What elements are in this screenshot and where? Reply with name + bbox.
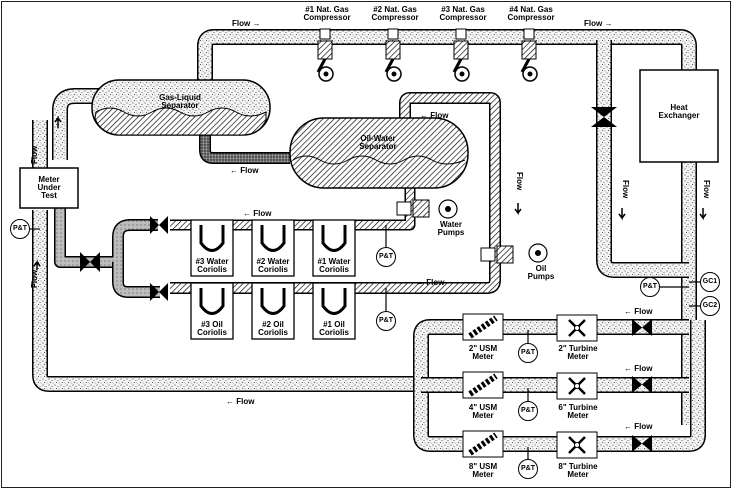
usm-8-label: 8" USM Meter (468, 462, 498, 479)
flow-label-vertical-left-lower: Flow (30, 269, 39, 288)
flow-label-vertical-left-upper: Flow (30, 145, 39, 164)
oil-coriolis-1-label: #1 Oil Coriolis (319, 320, 349, 337)
turbine-8-label: 8" Turbine Meter (558, 462, 598, 479)
gas-liquid-separator-vessel (91, 79, 271, 136)
flow-label-separator-liquid: ← Flow (230, 166, 259, 175)
flow-label-oil-return: ← Flow (420, 111, 449, 120)
flow-label-oil-line: ← Flow (416, 278, 445, 287)
compressor-2-icon (384, 28, 402, 82)
flow-arrows (33, 115, 707, 270)
turbine-6-label: 6" Turbine Meter (558, 403, 598, 420)
pt-heat-exchanger-outlet: P&T (640, 277, 660, 297)
oil-coriolis-3-label: #3 Oil Coriolis (197, 320, 227, 337)
water-pump-icon (396, 199, 458, 219)
oil-water-separator-label: Oil-Water Separator (359, 134, 397, 151)
pt-usm-4: P&T (518, 401, 538, 421)
heat-exchanger-box (639, 69, 719, 163)
meter-under-test-box (19, 167, 79, 209)
water-coriolis-3-label: #3 Water Coriolis (195, 257, 229, 274)
usm-4-label: 4" USM Meter (468, 403, 498, 420)
valves (80, 107, 652, 452)
gc2-analyzer: GC2 (700, 296, 720, 316)
flow-label-vertical-hx-right: Flow (702, 180, 711, 199)
flow-label-run-1: ← Flow (624, 307, 653, 316)
flow-label-run-3: ← Flow (624, 422, 653, 431)
water-coriolis-1-label: #1 Water Coriolis (317, 257, 351, 274)
instrument-stems (30, 225, 700, 459)
gas-liquid-separator-label: Gas-Liquid Separator (159, 93, 201, 110)
gc1-analyzer: GC1 (700, 272, 720, 292)
turbine-2-label: 2" Turbine Meter (558, 344, 598, 361)
usm-meters (462, 313, 504, 458)
pt-water-line: P&T (376, 247, 396, 267)
compressor-2-label: #2 Nat. Gas Compressor (371, 5, 419, 22)
liquid-pipes (54, 92, 501, 298)
flow-label-top-right: Flow → (584, 19, 613, 28)
water-pumps-label: Water Pumps (437, 220, 465, 237)
oil-pumps-label: Oil Pumps (527, 264, 555, 281)
compressor-4-label: #4 Nat. Gas Compressor (507, 5, 555, 22)
oil-coriolis-2-label: #2 Oil Coriolis (258, 320, 288, 337)
oil-water-separator-vessel (289, 117, 469, 189)
compressor-4-icon (520, 28, 538, 82)
usm-2-label: 2" USM Meter (468, 344, 498, 361)
flow-label-water-line: ← Flow (243, 209, 272, 218)
pt-usm-8: P&T (518, 459, 538, 479)
oil-pump-icon (480, 243, 548, 264)
flow-label-vertical-hx-left: Flow (621, 180, 630, 199)
heat-exchanger-label: Heat Exchanger (658, 103, 700, 120)
compressor-3-label: #3 Nat. Gas Compressor (439, 5, 487, 22)
pt-oil-line: P&T (376, 311, 396, 331)
compressors (316, 28, 538, 82)
flow-label-run-2: ← Flow (624, 364, 653, 373)
compressor-1-icon (316, 28, 334, 82)
coriolis-meters (190, 219, 356, 340)
turbine-meters (556, 314, 598, 459)
compressor-1-label: #1 Nat. Gas Compressor (303, 5, 351, 22)
flow-label-top-left: Flow → (232, 19, 261, 28)
flow-label-vertical-oil: Flow (515, 172, 524, 191)
water-coriolis-2-label: #2 Water Coriolis (256, 257, 290, 274)
flow-label-bottom-return: ← Flow (226, 397, 255, 406)
compressor-3-icon (452, 28, 470, 82)
meter-under-test-label: Meter Under Test (37, 175, 61, 200)
pt-meter-under-test: P&T (10, 219, 30, 239)
pt-usm-2: P&T (518, 343, 538, 363)
